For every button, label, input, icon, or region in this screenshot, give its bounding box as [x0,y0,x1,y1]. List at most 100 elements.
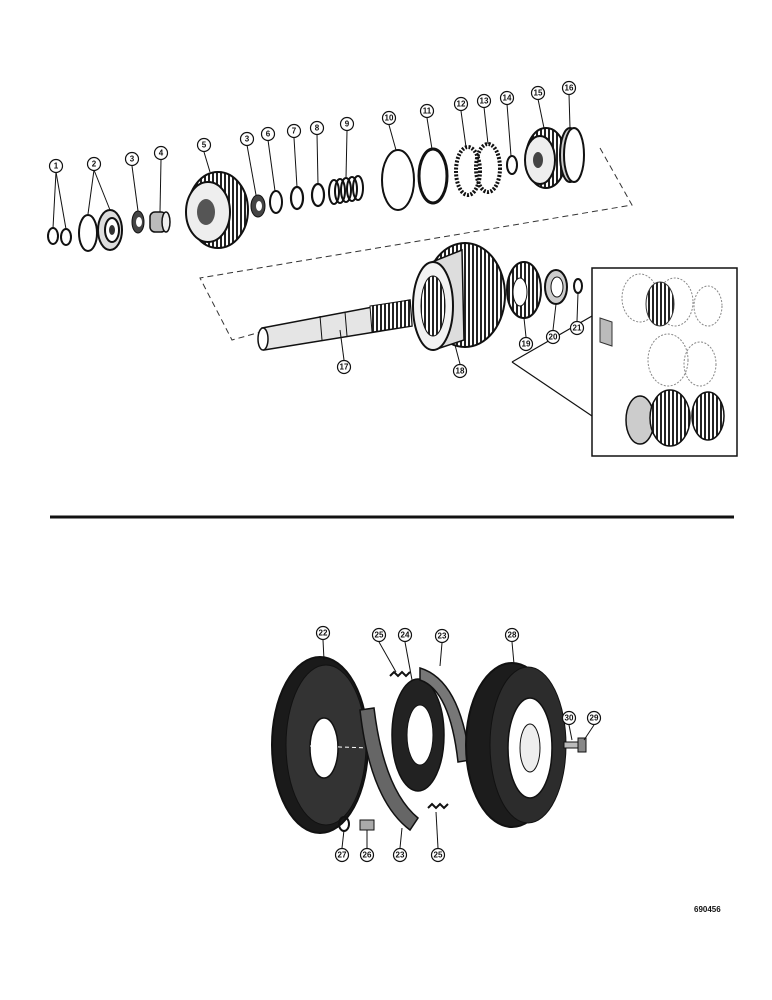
callout-23-upper: 23 [434,628,450,644]
callout-13: 13 [476,93,492,109]
part-5-gear [185,171,249,249]
svg-text:14: 14 [503,94,512,103]
inset-assembled-view [511,267,738,457]
callout-30: 30 [561,710,577,726]
upper-callouts: 1 2 3 4 5 3 6 7 8 9 10 11 12 13 14 15 16… [48,80,585,379]
callout-17: 17 [336,359,352,375]
svg-text:20: 20 [549,333,558,342]
svg-text:5: 5 [202,141,207,150]
callout-20: 20 [545,329,561,345]
svg-text:1: 1 [54,162,59,171]
svg-text:18: 18 [456,367,465,376]
part-13-disc [474,142,502,194]
svg-text:30: 30 [565,714,574,723]
svg-text:3: 3 [130,155,135,164]
svg-text:23: 23 [438,632,447,641]
part-3-washer-second [250,194,266,218]
svg-text:23: 23 [396,851,405,860]
brake-assembly [271,656,587,834]
leader-lines [52,93,595,849]
svg-text:10: 10 [385,114,394,123]
callout-18: 18 [452,363,468,379]
part-24-actuator [391,678,445,792]
part-11-ring [417,147,449,205]
part-12-disc [454,145,482,197]
callout-28: 28 [504,627,520,643]
callout-19: 19 [518,336,534,352]
part-23-brake-shoe-upper [419,666,471,763]
svg-text:26: 26 [363,851,372,860]
callout-24: 24 [397,627,413,643]
callout-7: 7 [286,123,302,139]
figure-reference-id: 690456 [694,905,721,914]
svg-text:4: 4 [159,149,164,158]
svg-text:8: 8 [315,124,320,133]
svg-text:21: 21 [573,324,582,333]
svg-text:12: 12 [457,100,466,109]
part-23-brake-shoe-lower [359,707,419,832]
part-10-ring [381,149,415,211]
svg-text:29: 29 [590,714,599,723]
part-25-spring-upper [389,670,411,678]
callout-14: 14 [499,90,515,106]
callout-25-upper: 25 [371,627,387,643]
svg-text:25: 25 [434,851,443,860]
part-7-ring [289,185,305,211]
svg-text:22: 22 [319,629,328,638]
part-2-bearing [78,209,123,252]
callout-16: 16 [561,80,577,96]
svg-text:28: 28 [508,631,517,640]
upper-transmission-assembly [47,127,738,457]
callout-3: 3 [124,151,140,167]
callout-10: 10 [381,110,397,126]
part-4-bushing [149,211,171,233]
part-16-cover [559,127,585,183]
svg-text:2: 2 [92,160,97,169]
dashed-assembly-outline [199,147,633,341]
callout-4: 4 [153,145,169,161]
callout-11: 11 [419,103,435,119]
svg-text:6: 6 [266,130,271,139]
part-3-washer [131,210,145,234]
part-28-brake-drum [465,662,567,828]
svg-text:13: 13 [480,97,489,106]
part-29-30-bolt [563,737,587,753]
svg-text:19: 19 [522,340,531,349]
callout-12: 12 [453,96,469,112]
callout-15: 15 [530,85,546,101]
svg-text:15: 15 [534,89,543,98]
callout-1: 1 [48,158,64,174]
part-21-snap-ring [573,278,583,294]
part-6-ring [269,190,283,214]
part-17-shaft [257,299,413,351]
callout-21: 21 [569,320,585,336]
svg-text:11: 11 [423,107,432,116]
part-14-ring [506,155,518,175]
svg-text:17: 17 [340,363,349,372]
callout-2: 2 [86,156,102,172]
svg-text:9: 9 [345,120,350,129]
svg-text:16: 16 [565,84,574,93]
callout-25-lower: 25 [430,847,446,863]
svg-text:24: 24 [401,631,410,640]
callout-27: 27 [334,847,350,863]
part-9-spring [328,175,364,205]
part-26-bolt [359,819,375,831]
callout-5: 5 [196,137,212,153]
part-18-drum-gear [412,242,506,352]
callout-6: 6 [260,126,276,142]
svg-text:3: 3 [245,135,250,144]
part-19-gear [506,261,542,319]
callout-3-second: 3 [239,131,255,147]
lower-callouts: 22 25 24 23 28 30 29 27 26 23 25 [315,625,602,863]
callout-26: 26 [359,847,375,863]
callout-8: 8 [309,120,325,136]
callout-22: 22 [315,625,331,641]
part-22-backing-plate [271,656,371,834]
part-25-spring-lower [427,802,449,810]
svg-text:25: 25 [375,631,384,640]
part-1-snap-rings [47,227,72,246]
part-15-hub [524,127,567,189]
